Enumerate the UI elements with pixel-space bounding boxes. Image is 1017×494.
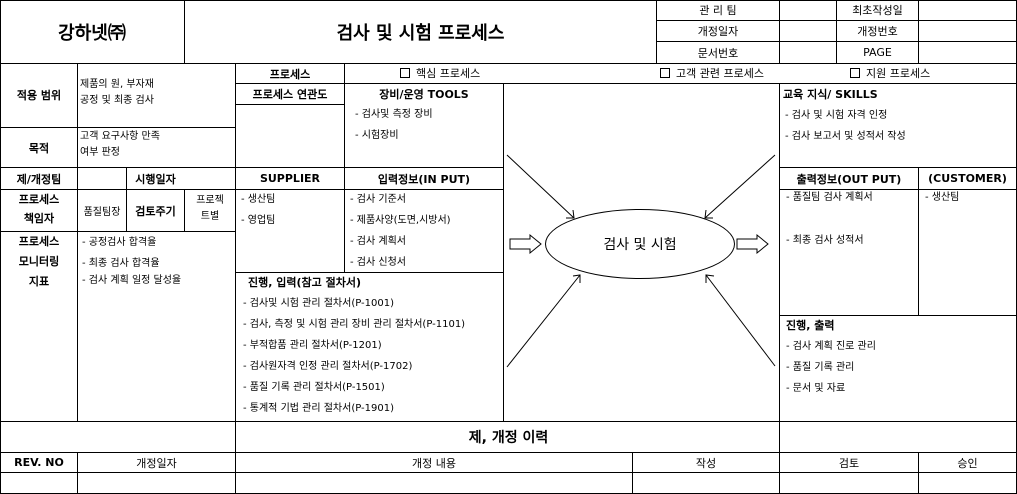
output-item-1: - 품질팀 검사 계획서 <box>786 192 873 203</box>
process-option-core[interactable]: 핵심 프로세스 <box>400 68 480 79</box>
list-item: - 검사및 측정 장비 <box>355 109 433 120</box>
process-option-customer[interactable]: 고객 관련 프로세스 <box>660 68 764 79</box>
history-col-reviewer: 검토 <box>838 456 860 470</box>
owner-label-line-1: 프로세스 <box>18 193 60 206</box>
list-item: - 문서 및 자료 <box>786 383 846 394</box>
input-title: 입력정보(IN PUT) <box>377 172 471 186</box>
input-arrow-icon <box>509 233 542 255</box>
history-col-date: 개정일자 <box>136 456 177 470</box>
progress-output-title: 진행, 출력 <box>786 319 835 332</box>
tools-list: - 검사및 측정 장비 - 시험장비 <box>355 104 433 146</box>
meta-label-team: 관 리 팀 <box>699 4 737 17</box>
supplier-list: - 생산팀 - 영업팀 <box>241 189 275 231</box>
review-cycle-value-line-2: 트별 <box>200 211 220 222</box>
skills-list: - 검사 및 시험 자격 인정 - 검사 보고서 및 성적서 작성 <box>785 105 906 147</box>
owner-value: 품질팀장 <box>83 207 121 218</box>
list-item: - 통계적 기법 관리 절차서(P-1901) <box>243 403 394 414</box>
progress-output-list: - 검사 계획 진로 관리 - 품질 기록 관리 - 문서 및 자료 <box>786 336 876 399</box>
document-title: 검사 및 시험 프로세스 <box>336 22 505 44</box>
owner-label-line-2: 책임자 <box>23 212 55 225</box>
input-list: - 검사 기준서 - 제품사양(도면,시방서) - 검사 계획서 - 검사 신청… <box>350 189 451 273</box>
history-title: 제, 개정 이력 <box>468 430 549 446</box>
list-item: - 시험장비 <box>355 130 399 141</box>
purpose-text-line-2: 여부 판정 <box>80 147 120 158</box>
history-col-approver: 승인 <box>957 456 978 470</box>
meta-label-first-created: 최초작성일 <box>852 4 903 17</box>
revision-team-label: 제/개정팀 <box>16 172 62 186</box>
center-process-ellipse: 검사 및 시험 <box>545 209 735 279</box>
output-item-2: - 최종 검사 성적서 <box>786 235 864 246</box>
arrow-from-progress-output <box>705 274 776 367</box>
arrow-from-skills <box>704 154 776 219</box>
checkbox-icon <box>660 68 670 78</box>
output-arrow-icon <box>736 233 769 255</box>
list-item: - 품질 기록 관리 절차서(P-1501) <box>243 382 385 393</box>
history-col-author: 작성 <box>695 456 717 470</box>
list-item: - 검사및 시험 관리 절차서(P-1001) <box>243 298 394 309</box>
review-cycle-value-line-1: 프로젝 <box>196 195 224 206</box>
scope-label: 적용 범위 <box>16 88 62 102</box>
checkbox-icon <box>400 68 410 78</box>
history-col-content: 개정 내용 <box>412 456 456 470</box>
monitor-label-line-1: 프로세스 <box>18 235 60 248</box>
company-name: 강하넷㈜ <box>58 22 126 44</box>
list-item: - 제품사양(도면,시방서) <box>350 215 451 226</box>
process-option-support[interactable]: 지원 프로세스 <box>850 68 930 79</box>
process-relation-label: 프로세스 연관도 <box>252 88 328 101</box>
list-item: - 검사 기준서 <box>350 194 406 205</box>
scope-text-line-2: 공정 및 최종 검사 <box>80 95 154 106</box>
procedures-title: 진행, 입력(참고 절차서) <box>248 276 361 289</box>
list-item: - 품질 기록 관리 <box>786 362 855 373</box>
tools-title: 장비/운영 TOOLS <box>379 88 469 101</box>
meta-label-page: PAGE <box>863 46 892 59</box>
meta-label-revision-date: 개정일자 <box>697 25 739 38</box>
meta-label-revision-no: 개정번호 <box>857 25 898 38</box>
meta-label-doc-number: 문서번호 <box>697 46 739 60</box>
history-col-rev-no: REV. NO <box>14 456 64 469</box>
list-item: - 검사원자격 인정 관리 절차서(P-1702) <box>243 361 413 372</box>
list-item: - 검사 계획서 <box>350 236 406 247</box>
list-item: - 검사 보고서 및 성적서 작성 <box>785 131 906 142</box>
checkbox-icon <box>850 68 860 78</box>
monitor-list: - 공정검사 합격율 - 최종 검사 합격율 - 검사 계획 일정 달성율 <box>82 232 181 288</box>
list-item: - 공정검사 합격율 <box>82 237 157 248</box>
supplier-title: SUPPLIER <box>259 172 321 185</box>
arrow-from-tools <box>506 154 575 219</box>
list-item: - 검사 및 시험 자격 인정 <box>785 110 888 121</box>
review-cycle-label: 검토주기 <box>135 204 176 218</box>
output-title: 출력정보(OUT PUT) <box>796 172 902 186</box>
purpose-text-line-1: 고객 요구사항 만족 <box>80 131 160 142</box>
list-item: - 검사, 측정 및 시험 관리 장비 관리 절차서(P-1101) <box>243 319 466 330</box>
list-item: - 생산팀 <box>241 194 276 205</box>
skills-title: 교육 지식/ SKILLS <box>783 88 878 101</box>
purpose-label: 목적 <box>28 141 50 155</box>
customer-item-1: - 생산팀 <box>925 192 960 203</box>
list-item: - 영업팀 <box>241 215 276 226</box>
list-item: - 검사 계획 일정 달성율 <box>82 275 182 286</box>
customer-title: (CUSTOMER) <box>928 172 1007 185</box>
arrow-from-procedures <box>506 274 581 368</box>
monitor-label-line-2: 모니터링 <box>18 255 60 268</box>
list-item: - 검사 계획 진로 관리 <box>786 341 876 352</box>
list-item: - 검사 신청서 <box>350 257 406 268</box>
effective-date-label: 시행일자 <box>135 172 176 186</box>
procedures-list: - 검사및 시험 관리 절차서(P-1001) - 검사, 측정 및 시험 관리… <box>243 293 465 419</box>
list-item: - 최종 검사 합격율 <box>82 258 160 269</box>
list-item: - 부적합품 관리 절차서(P-1201) <box>243 340 382 351</box>
process-type-label: 프로세스 <box>269 67 311 81</box>
center-process-label: 검사 및 시험 <box>603 237 677 253</box>
monitor-label-line-3: 지표 <box>28 275 50 288</box>
scope-text-line-1: 제품의 원, 부자재 <box>80 79 154 90</box>
